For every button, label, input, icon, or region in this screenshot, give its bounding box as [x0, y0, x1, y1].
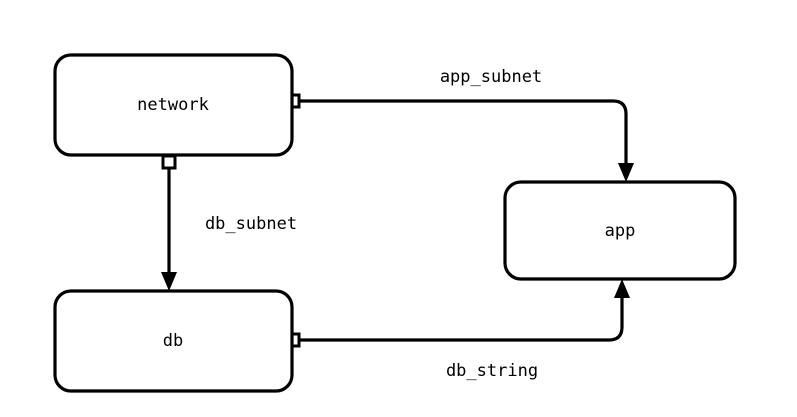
edge-db-subnet-source-port[interactable] — [161, 154, 177, 170]
edge-db-subnet[interactable]: db_subnet — [161, 154, 297, 291]
edge-db-string-arrowhead — [614, 279, 630, 298]
node-network-label: network — [137, 95, 209, 115]
node-app[interactable]: app — [503, 180, 737, 281]
node-db-label: db — [163, 331, 183, 351]
edge-db-string-label: db_string — [446, 361, 538, 381]
edge-app-subnet-label: app_subnet — [440, 67, 542, 87]
node-app-label: app — [605, 221, 636, 241]
edge-db-subnet-arrowhead — [161, 272, 177, 291]
edge-app-subnet[interactable]: app_subnet — [285, 67, 634, 182]
node-network[interactable]: network — [53, 53, 294, 157]
edge-db-string-path — [297, 295, 624, 342]
node-app-shape — [503, 180, 737, 281]
edge-db-string[interactable]: db_string — [285, 279, 630, 381]
edge-app-subnet-arrowhead — [618, 163, 634, 182]
edge-app-subnet-path — [297, 99, 628, 166]
node-db-shape — [53, 289, 294, 393]
node-db[interactable]: db — [53, 289, 294, 393]
node-network-shape — [53, 53, 294, 157]
edge-db-subnet-label: db_subnet — [205, 214, 297, 234]
